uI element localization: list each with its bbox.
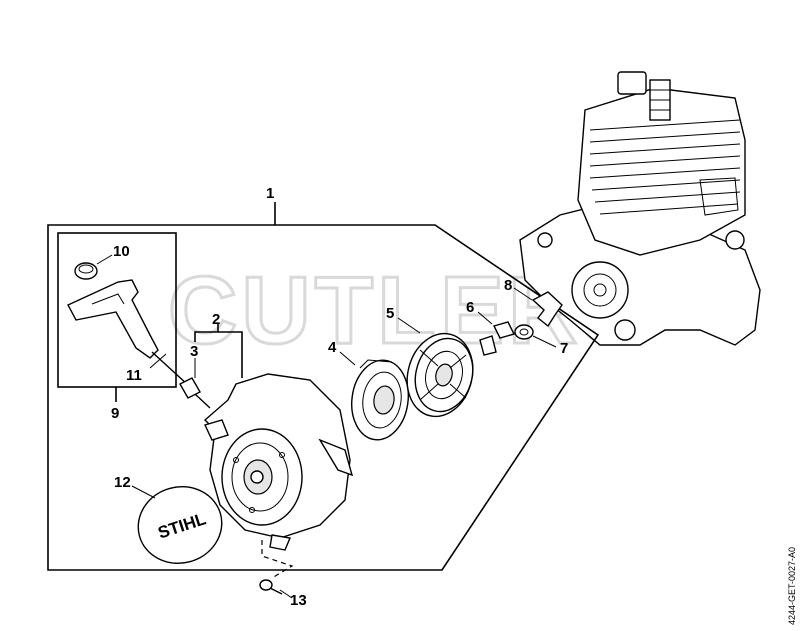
callout-1: 1 <box>266 185 274 202</box>
rope-guide-bush <box>179 377 211 409</box>
rope-rotor <box>406 332 474 418</box>
kit-boundary-outline <box>47 224 600 571</box>
callout-8: 8 <box>504 277 512 294</box>
washer <box>514 324 534 340</box>
callout-13: 13 <box>290 592 307 609</box>
document-id: 4244-GET-0027-A0 <box>787 547 797 625</box>
starter-grip-handle <box>67 279 189 386</box>
logo-plate: STIHL <box>137 486 223 564</box>
callout-6: 6 <box>466 299 474 316</box>
spring-clip <box>531 291 563 328</box>
engine-block <box>519 71 761 346</box>
fan-housing <box>203 373 354 551</box>
callout-10: 10 <box>113 243 130 260</box>
callout-12: 12 <box>114 474 131 491</box>
callout-11: 11 <box>126 367 142 384</box>
housing-screw <box>259 579 283 595</box>
callout-3: 3 <box>190 343 198 360</box>
callout-9: 9 <box>111 405 119 422</box>
handle-kit-boundary <box>57 232 177 388</box>
callout-7: 7 <box>560 340 568 357</box>
callout-4: 4 <box>328 339 337 356</box>
rewind-spring <box>351 359 409 441</box>
callout-5: 5 <box>386 305 394 322</box>
callout-2: 2 <box>212 311 220 328</box>
starter-pawls <box>479 321 516 356</box>
handle-cap <box>74 262 98 280</box>
